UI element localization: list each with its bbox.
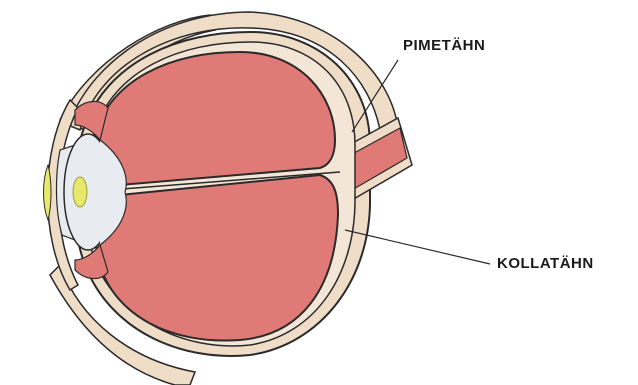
label-kollatahn: KOLLATÄHN [497, 255, 594, 272]
iris-crescent [44, 165, 52, 220]
lens-core [73, 177, 87, 207]
leader-line-bottom [345, 230, 490, 264]
label-pimetahn: PIMETÄHN [403, 37, 485, 54]
